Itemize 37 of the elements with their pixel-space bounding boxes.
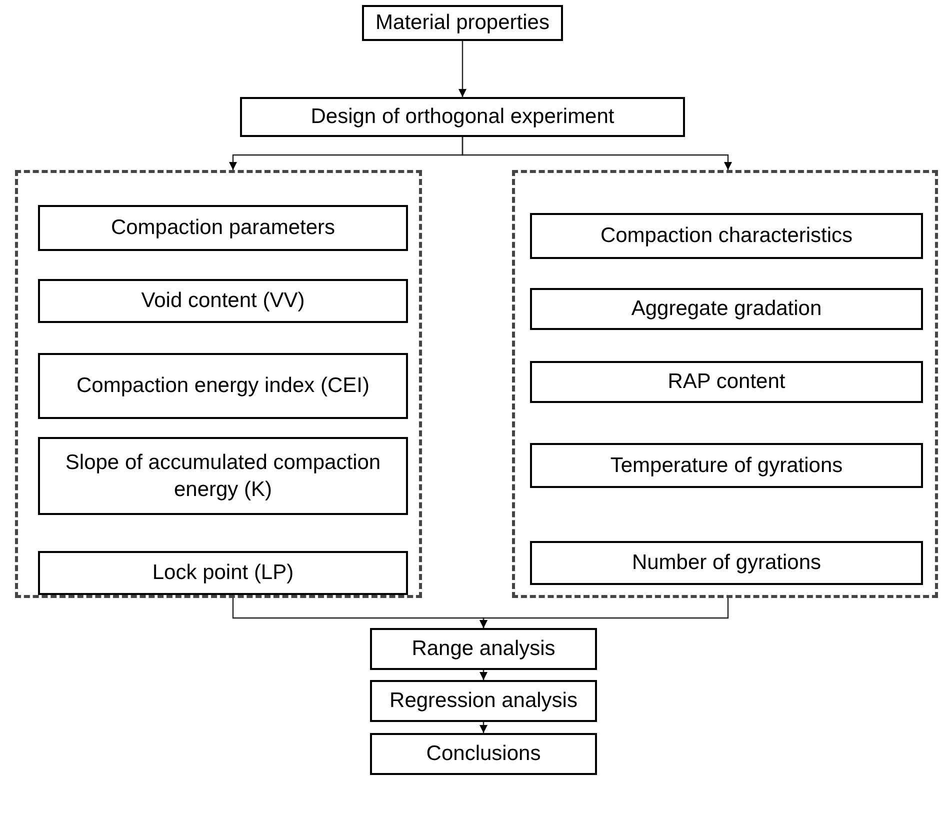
process-box: [530, 288, 923, 330]
process-box: [530, 213, 923, 259]
process-box: [370, 680, 597, 722]
box-label: Conclusions: [426, 741, 541, 768]
process-box: [38, 205, 408, 251]
dashed-group-frame: [15, 170, 422, 598]
process-box: [362, 5, 563, 41]
process-box: [38, 437, 408, 515]
box-label: Number of gyrations: [632, 550, 822, 576]
process-box: [530, 443, 923, 488]
connector-arrow: [462, 137, 732, 170]
box-label: Slope of accumulated compaction energy (K): [64, 450, 382, 503]
box-label: Regression analysis: [390, 688, 578, 714]
box-label: Compaction energy index (CEI): [76, 373, 370, 400]
process-box: [240, 97, 685, 137]
connector-arrow: [458, 41, 466, 97]
connector-arrow: [480, 670, 488, 680]
connector-arrow: [480, 598, 729, 628]
box-label: Lock point (LP): [152, 560, 294, 586]
dashed-group-frame: [512, 170, 938, 598]
box-label: Void content (VV): [141, 288, 305, 314]
process-box: [530, 541, 923, 585]
box-label: Design of orthogonal experiment: [310, 104, 614, 130]
box-label: Aggregate gradation: [631, 296, 822, 322]
process-box: [38, 279, 408, 323]
box-label: Temperature of gyrations: [610, 452, 843, 479]
box-label: Range analysis: [412, 636, 556, 662]
connector-arrow: [480, 722, 488, 733]
process-box: [38, 551, 408, 595]
process-box: [38, 353, 408, 419]
box-label: Compaction characteristics: [600, 223, 853, 250]
process-box: [530, 361, 923, 403]
box-label: Compaction parameters: [110, 215, 336, 242]
box-label: Material properties: [376, 10, 550, 36]
process-box: [370, 628, 597, 670]
process-box: [370, 733, 597, 775]
box-label: RAP content: [668, 369, 786, 396]
